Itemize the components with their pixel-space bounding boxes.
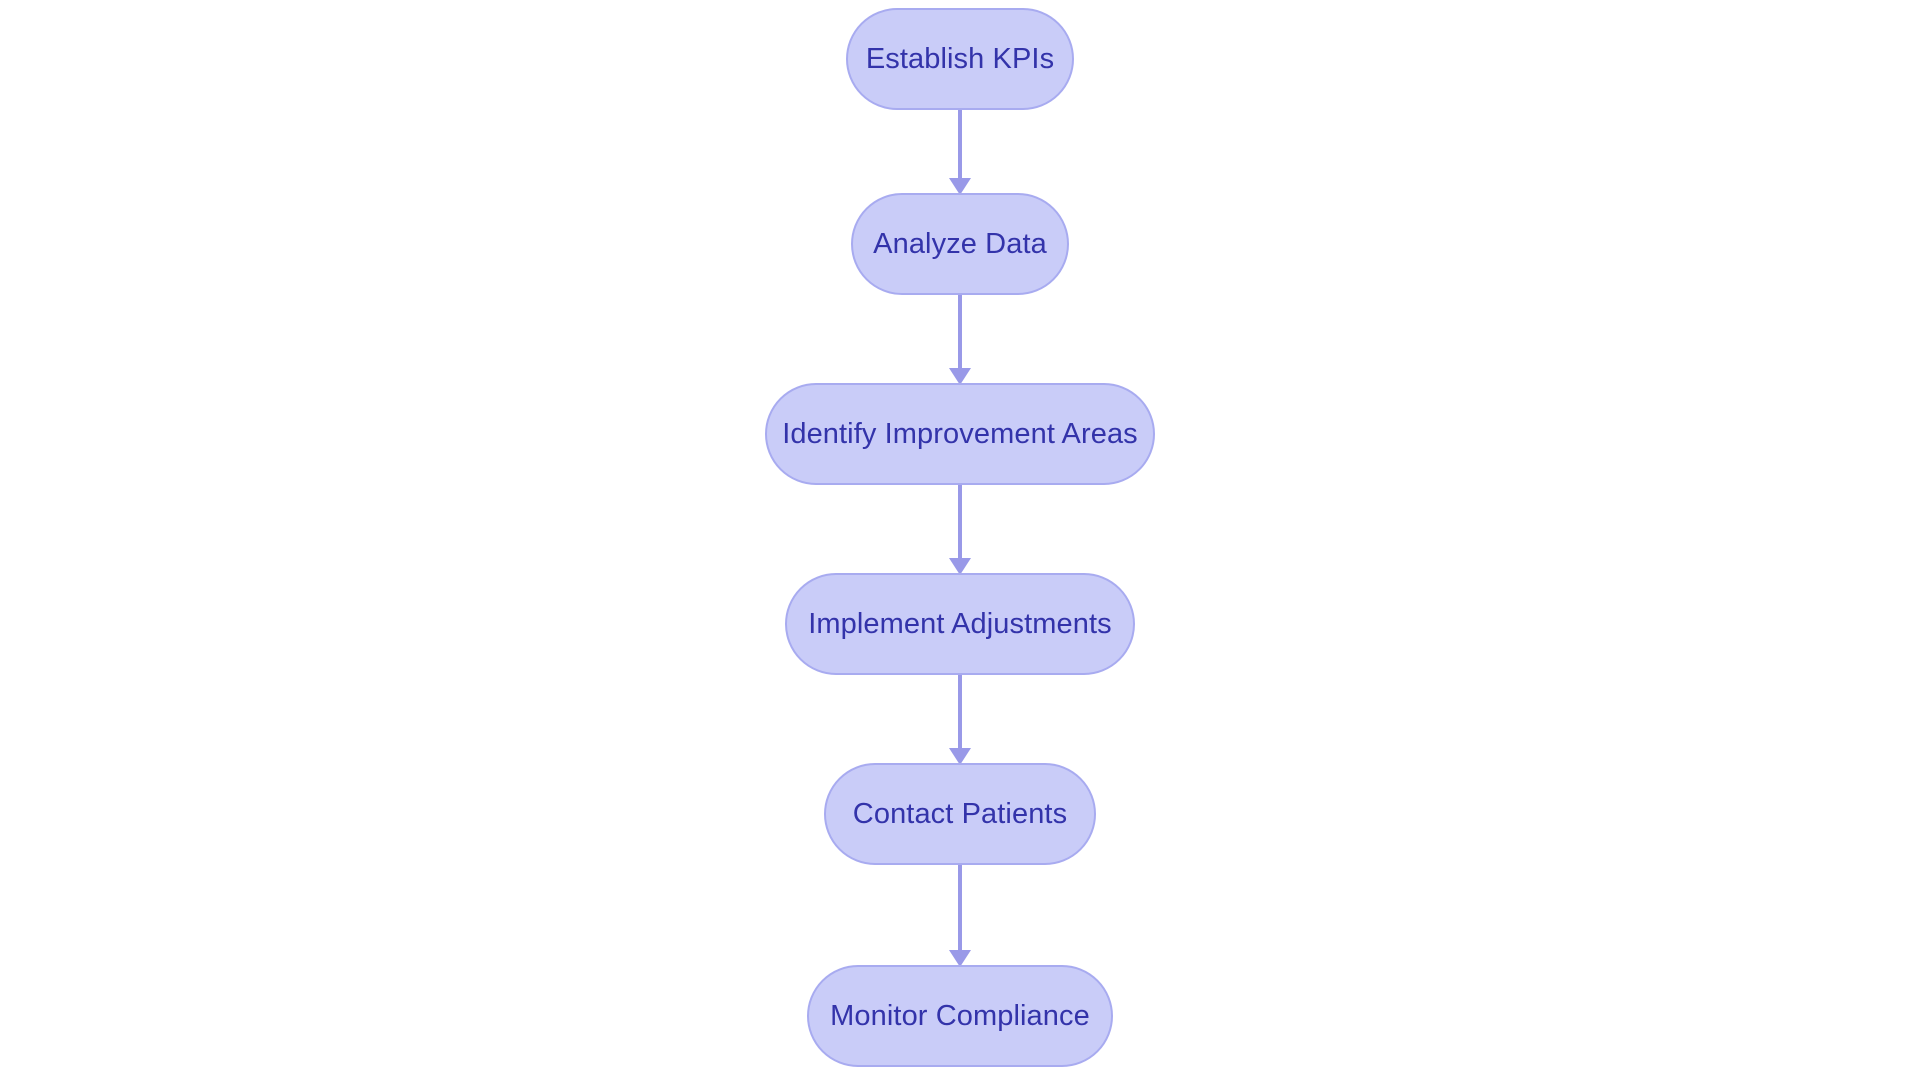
flowchart-node-monitor-compliance[interactable]: Monitor Compliance (807, 965, 1113, 1067)
edge-line (958, 675, 962, 748)
edge-line (958, 110, 962, 178)
flowchart-edge-contact-patients-to-monitor-compliance (945, 865, 975, 967)
flowchart-edge-establish-kpis-to-analyze-data (945, 110, 975, 195)
arrow-down-icon (949, 368, 971, 385)
node-label: Identify Improvement Areas (782, 417, 1138, 450)
edge-line (958, 295, 962, 368)
flowchart-node-implement-adjustments[interactable]: Implement Adjustments (785, 573, 1135, 675)
flowchart-node-analyze-data[interactable]: Analyze Data (851, 193, 1069, 295)
flowchart-node-establish-kpis[interactable]: Establish KPIs (846, 8, 1074, 110)
node-label: Establish KPIs (865, 42, 1055, 75)
flowchart-node-contact-patients[interactable]: Contact Patients (824, 763, 1096, 865)
node-label: Monitor Compliance (830, 999, 1090, 1032)
node-label: Contact Patients (852, 797, 1068, 830)
node-label: Implement Adjustments (808, 607, 1112, 640)
edge-line (958, 485, 962, 558)
node-label: Analyze Data (873, 227, 1047, 260)
arrow-down-icon (949, 748, 971, 765)
arrow-down-icon (949, 178, 971, 195)
flowchart-edge-implement-adjustments-to-contact-patients (945, 675, 975, 765)
flowchart-edge-analyze-data-to-identify-improvement-areas (945, 295, 975, 385)
flowchart-node-identify-improvement-areas[interactable]: Identify Improvement Areas (765, 383, 1155, 485)
flowchart-edge-identify-improvement-areas-to-implement-adjustments (945, 485, 975, 575)
arrow-down-icon (949, 950, 971, 967)
arrow-down-icon (949, 558, 971, 575)
edge-line (958, 865, 962, 950)
